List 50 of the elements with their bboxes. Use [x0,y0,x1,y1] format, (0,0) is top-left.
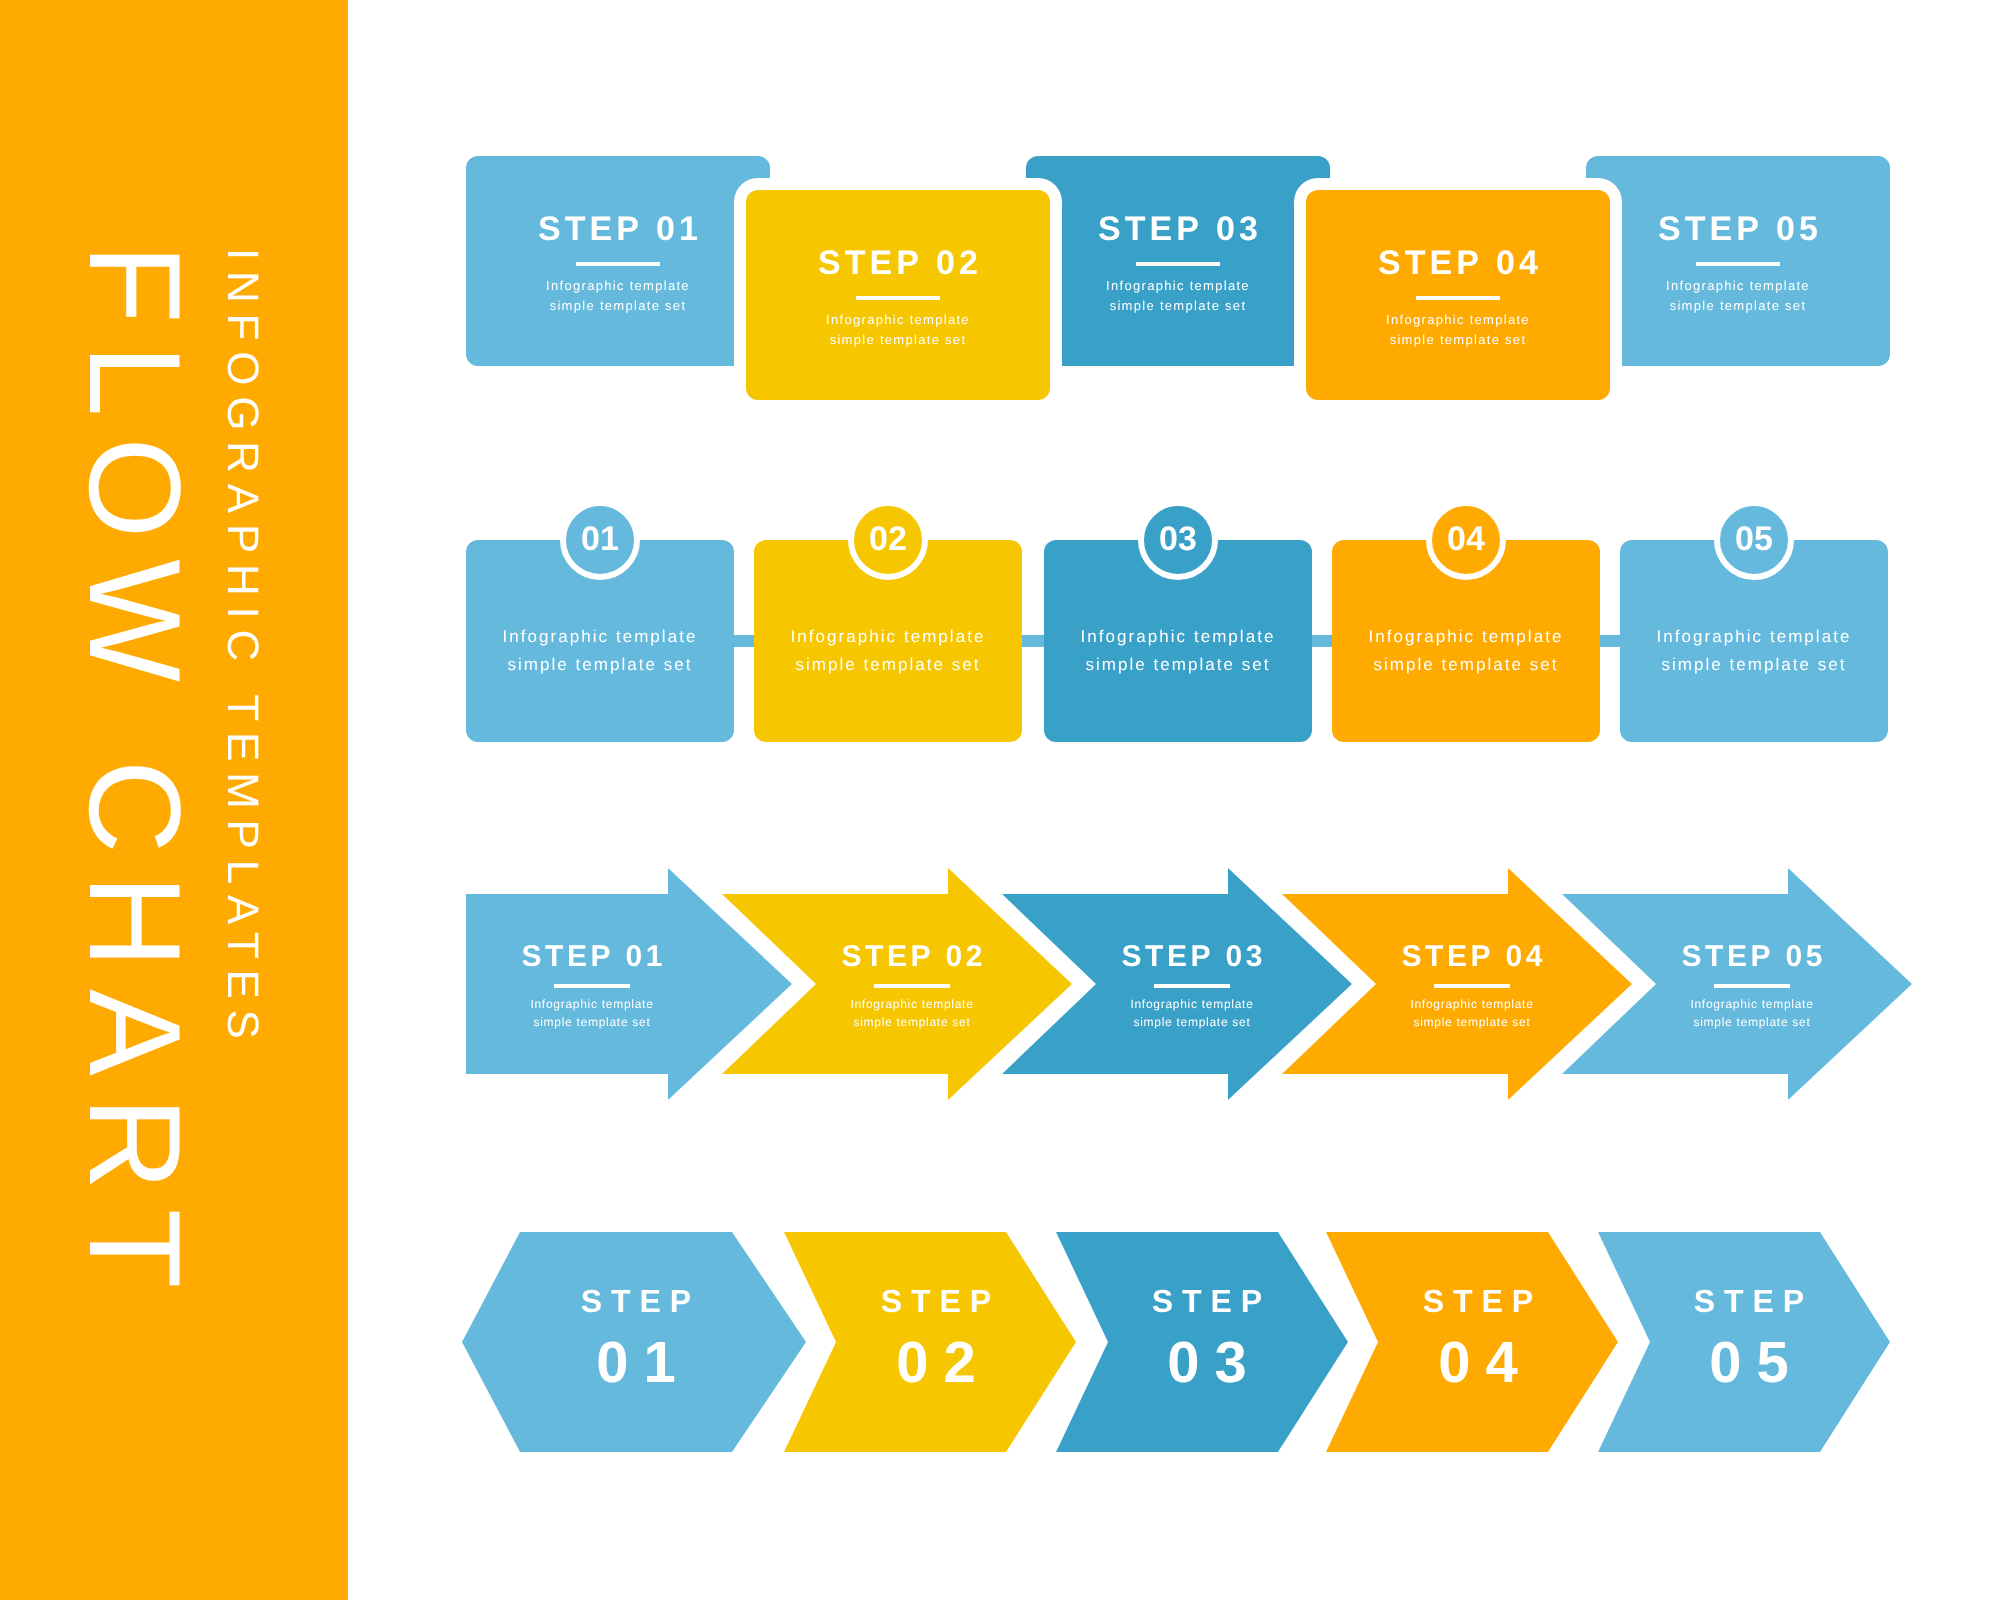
step-label: STEP [1691,1284,1814,1323]
step-label: STEP [1420,1284,1543,1323]
step-title: STEP 03 [1119,941,1267,975]
step-number: 04 [1436,1330,1533,1400]
connector-line [1600,635,1620,647]
step-banner [1002,868,1352,1100]
step-card [1306,190,1610,400]
step-label: STEP [578,1284,701,1323]
step-title: STEP 02 [839,941,987,975]
step-description: Infographic template simple template set [1366,623,1566,677]
step-number: 01 [594,1330,691,1400]
subtitle: INFOGRAPHIC TEMPLATES [220,248,264,1050]
step-banner [1282,868,1632,1100]
step-banner [1055,1232,1347,1452]
step-banner [1562,868,1912,1100]
step-card [466,156,770,366]
step-card [746,190,1050,400]
connector-line [1022,635,1044,647]
step-description: Infographic template simple template set [1654,623,1854,677]
step-banner [1326,1232,1618,1452]
step-banner [462,1232,806,1452]
number-badge: 01 [560,500,640,580]
step-number: 05 [1707,1330,1804,1400]
step-banner [784,1232,1076,1452]
step-description: Infographic template simple template set [1078,623,1278,677]
step-title: STEP 01 [519,941,667,975]
step-description: Infographic template simple template set [500,623,700,677]
step-title: STEP 01 [536,212,703,250]
step-title: STEP 05 [1679,941,1827,975]
number-badge: 02 [848,500,928,580]
connector-line [734,635,754,647]
step-number: 03 [1165,1330,1262,1400]
connector-line [1312,635,1332,647]
step-banner [722,868,1072,1100]
step-title: STEP 04 [1399,941,1547,975]
step-card [1586,156,1890,366]
step-title: STEP 05 [1656,212,1823,250]
title: FLOW CHART [70,244,200,1310]
step-title: STEP 03 [1096,212,1263,250]
number-badge: 05 [1714,500,1794,580]
step-number: 02 [894,1330,991,1400]
step-banner [1597,1232,1889,1452]
step-label: STEP [1149,1284,1272,1323]
step-banner [466,868,792,1100]
step-title: STEP 04 [1376,246,1543,284]
step-label: STEP [878,1284,1001,1323]
number-badge: 04 [1426,500,1506,580]
number-badge: 03 [1138,500,1218,580]
step-description: Infographic template simple template set [788,623,988,677]
step-title: STEP 02 [816,246,983,284]
